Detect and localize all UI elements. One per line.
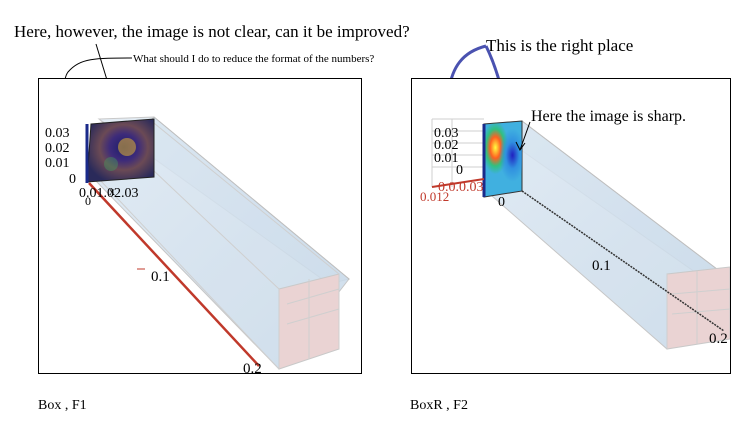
bottom-tick-1-2: 0.2: [709, 331, 728, 347]
red-axis-line: [431, 178, 485, 188]
right-place-annotation: This is the right place: [486, 36, 634, 55]
figure-label-f2: BoxR , F2: [410, 398, 468, 413]
red-ticks: 0.0.0.03: [438, 180, 484, 195]
left-tick-3: 0: [456, 163, 463, 178]
left-tick-2: 0.01: [45, 156, 70, 171]
red-tick-2: 0.012: [420, 189, 449, 204]
box-3d-plot-right: 0.03 0.02 0.01 0 0.0.0.03 0.012 0 0.1 0.…: [420, 118, 730, 350]
small-tick-0: 0: [85, 194, 91, 208]
left-tick-0: 0.03: [45, 126, 70, 141]
format-question-annotation: What should I do to reduce the format of…: [133, 53, 375, 65]
panel-box-f1: 0.03 0.02 0.01 0 0.01.02.03 x 0 0.1 0.2: [38, 78, 362, 374]
bottom-tick-1-0: 0: [498, 195, 505, 210]
bottom-tick-0-2: 0.2: [243, 361, 262, 373]
left-tick-3: 0: [69, 172, 76, 187]
bottom-tick-1-1: 0.1: [592, 258, 611, 274]
panel-boxr-f2: 0.03 0.02 0.01 0 0.0.0.03 0.012 0 0.1 0.…: [411, 78, 731, 374]
bottom-tick-0-1: 0.1: [151, 269, 170, 285]
figure-label-f1: Box , F1: [38, 398, 87, 413]
left-tick-0: 0.03: [434, 126, 459, 141]
box-3d-plot-left: 0.03 0.02 0.01 0 0.01.02.03 x 0 0.1 0.2: [45, 116, 351, 373]
cluttered-ticks: 0.01.02.03: [79, 186, 139, 201]
left-tick-1: 0.02: [45, 141, 70, 156]
sharp-note-annotation: Here the image is sharp.: [531, 108, 687, 125]
left-tick-1: 0.02: [434, 138, 459, 153]
left-tick-2: 0.01: [434, 151, 459, 166]
small-tick-x: x: [109, 184, 115, 198]
main-question-annotation: Here, however, the image is not clear, c…: [14, 22, 410, 41]
red-axis-line: [88, 182, 260, 367]
dark-edge-line: [521, 190, 725, 332]
